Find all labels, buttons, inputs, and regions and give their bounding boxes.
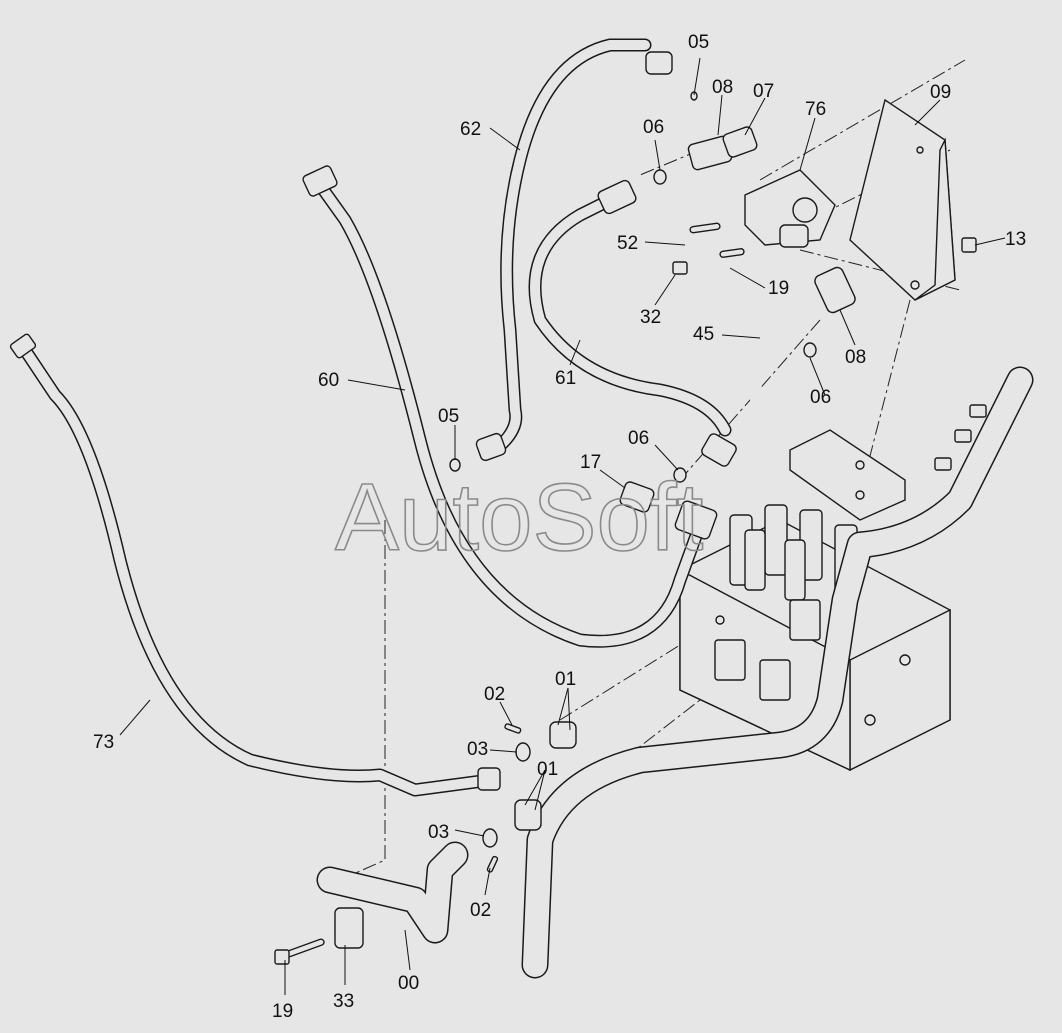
control-valve-block [679, 504, 951, 772]
callout-06-middle: 06 [628, 428, 649, 449]
callout-02-lower: 02 [470, 900, 491, 921]
bracket-09 [849, 98, 956, 301]
callout-02-upper: 02 [484, 684, 505, 705]
callout-05-top: 05 [688, 32, 709, 53]
callout-32: 32 [640, 307, 661, 328]
callout-08-lower: 08 [845, 347, 866, 368]
callout-61: 61 [555, 368, 576, 389]
pipe-00 [274, 841, 469, 965]
callout-73: 73 [93, 732, 114, 753]
callout-06-top: 06 [643, 117, 664, 138]
callout-01-lower: 01 [537, 759, 558, 780]
callout-03-lower: 03 [428, 822, 449, 843]
callout-00: 00 [398, 973, 419, 994]
callout-33: 33 [333, 991, 354, 1012]
leader-lines [119, 57, 1006, 995]
callout-13: 13 [1005, 229, 1026, 250]
callout-06-right: 06 [810, 387, 831, 408]
watermark-text: AutoSoft [335, 464, 703, 571]
steel-tube [521, 366, 1034, 979]
callout-62: 62 [460, 119, 481, 140]
callout-05-lower: 05 [438, 406, 459, 427]
callout-03-upper: 03 [467, 739, 488, 760]
callout-labels: 05 08 07 76 09 62 06 13 52 19 32 45 08 6… [93, 32, 1026, 1022]
callout-19-upper: 19 [768, 278, 789, 299]
mounting-plate [789, 429, 906, 521]
callout-08-top: 08 [712, 77, 733, 98]
hose-73 [9, 333, 501, 797]
callout-17: 17 [580, 452, 601, 473]
callout-19-lower: 19 [272, 1001, 293, 1022]
callout-45: 45 [693, 324, 714, 345]
fitting-17 [619, 481, 655, 513]
callout-52: 52 [617, 233, 638, 254]
callout-01-upper: 01 [555, 669, 576, 690]
hose-62 [475, 38, 673, 462]
hose-60 [302, 165, 718, 648]
callout-76: 76 [805, 99, 826, 120]
callout-07: 07 [753, 81, 774, 102]
hose-45 [710, 280, 765, 405]
callout-09: 09 [930, 82, 951, 103]
callout-60: 60 [318, 370, 339, 391]
hose-61 [528, 179, 737, 467]
valve-76 [672, 126, 977, 314]
